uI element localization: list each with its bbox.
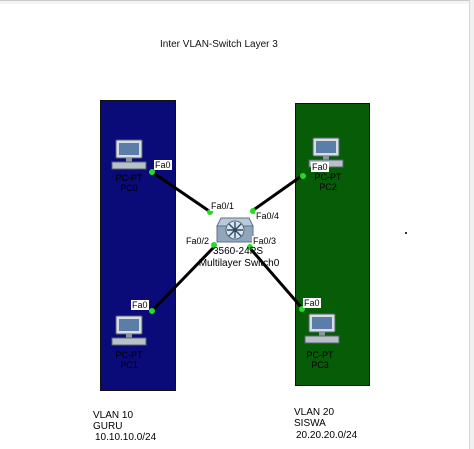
pc1-type-label: PC-PT (115, 350, 143, 360)
pc0-computer-icon[interactable] (110, 138, 150, 174)
multilayer-switch-icon[interactable] (215, 212, 255, 248)
switch-port-fa0-3-label: Fa0/3 (252, 236, 278, 246)
pc0-name-label: PC0 (120, 183, 138, 193)
pc3-port-label: Fa0 (303, 298, 321, 308)
scrollbar[interactable] (469, 0, 474, 449)
pc2-type-label: PC-PT (314, 172, 342, 182)
link-light-pc2 (300, 173, 306, 179)
pc3-type-label: PC-PT (306, 350, 334, 360)
diagram-title: Inter VLAN-Switch Layer 3 (160, 39, 278, 50)
vlan-10-name: GURU (93, 421, 123, 432)
link-pc0-switch (151, 170, 213, 215)
pc1-name-label: PC1 (120, 360, 138, 370)
pc0-port-label: Fa0 (154, 160, 172, 170)
link-light-pc0 (149, 169, 155, 175)
pc3-name-label: PC3 (311, 360, 329, 370)
pc1-computer-icon[interactable] (110, 314, 150, 350)
switch-port-fa0-2-label: Fa0/2 (185, 236, 211, 246)
link-pc2-switch (251, 173, 304, 213)
vlan-20-name: SISWA (294, 418, 326, 429)
vlan-10-network: 10.10.10.0/24 (95, 432, 157, 443)
switch-port-fa0-1-label: Fa0/1 (210, 201, 236, 211)
switch-port-fa0-4-label: Fa0/4 (255, 211, 281, 221)
pc3-computer-icon[interactable] (303, 312, 343, 348)
link-pc1-switch (150, 245, 216, 313)
pc0-type-label: PC-PT (115, 173, 143, 183)
vlan-10-id: VLAN 10 (93, 410, 134, 421)
link-light-pc1 (149, 308, 155, 314)
pc2-port-label: Fa0 (311, 162, 329, 172)
link-light-sw-fa03 (247, 244, 253, 250)
vlan-20-network: 20.20.20.0/24 (296, 430, 358, 441)
vlan-20-id: VLAN 20 (294, 407, 335, 418)
switch-name-label: Multilayer Switch0 (198, 258, 280, 269)
pc2-name-label: PC2 (319, 182, 337, 192)
window-top-border (0, 0, 474, 4)
link-light-sw-fa02 (211, 242, 217, 248)
switch-model-label: 3560-24PS (212, 246, 264, 257)
link-light-sw-fa04 (250, 208, 256, 214)
link-pc3-switch (247, 246, 304, 309)
pc1-port-label: Fa0 (131, 300, 149, 310)
stray-dot (405, 232, 407, 234)
